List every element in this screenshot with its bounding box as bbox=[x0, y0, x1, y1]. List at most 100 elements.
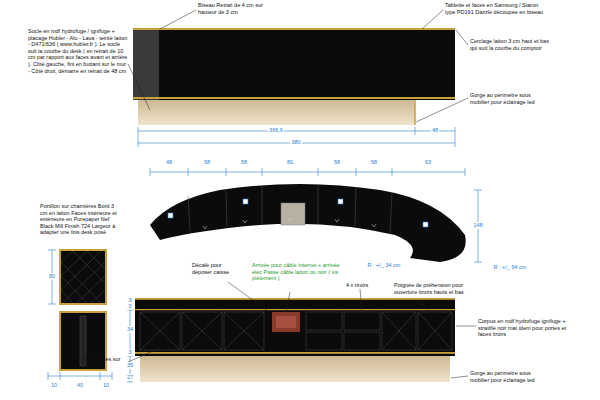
callout-note: Poignée de préhension pour ouverture tir… bbox=[394, 282, 470, 295]
drawing-line bbox=[128, 348, 160, 362]
drawing-rect bbox=[135, 352, 455, 354]
dimension-label: 80 bbox=[48, 273, 56, 280]
drawing-rect bbox=[423, 222, 428, 227]
drawing-line bbox=[318, 184, 319, 224]
drawing-g bbox=[61, 251, 105, 303]
dimension-label: 48 bbox=[431, 127, 439, 134]
callout-note: 5 Planches sur taquets bbox=[84, 356, 128, 369]
drawing-line bbox=[262, 168, 263, 176]
top-elevation bbox=[133, 28, 455, 147]
callout-note: Biseau Retrait de 4 cm sur hauteur de 3 … bbox=[198, 2, 268, 15]
drawing-rect bbox=[344, 312, 380, 330]
drawing-rect bbox=[133, 28, 455, 30]
drawing-line bbox=[474, 190, 482, 191]
drawing-rect bbox=[140, 312, 180, 350]
dimension-label: 48 bbox=[165, 159, 173, 166]
dimension-label: 10 bbox=[50, 382, 58, 389]
drawing-line bbox=[262, 185, 263, 225]
drawing-line bbox=[474, 262, 482, 263]
drawing-line bbox=[48, 304, 56, 305]
drawing-line bbox=[112, 372, 113, 380]
drawing-line bbox=[48, 250, 56, 251]
drawing-line bbox=[87, 251, 105, 269]
drawing-line bbox=[360, 289, 362, 312]
dimension-label: 10 bbox=[102, 382, 110, 389]
leader-lines bbox=[128, 10, 476, 378]
drawing-line bbox=[63, 262, 105, 303]
callout-note: Gorge au périmètre sous mobilier pour éc… bbox=[470, 370, 550, 383]
drawing-rect bbox=[243, 199, 248, 204]
drawing-g bbox=[150, 168, 482, 262]
callout-note: Tablette et faces en Samsung / Staron ty… bbox=[445, 2, 545, 15]
drawing-path bbox=[150, 184, 466, 262]
drawing-rect bbox=[281, 203, 305, 225]
drawing-line bbox=[150, 168, 151, 176]
drawing-rect bbox=[138, 100, 415, 125]
drawing-line bbox=[416, 98, 468, 122]
drawing-line bbox=[382, 312, 416, 350]
drawing-g bbox=[127, 298, 133, 382]
drawing-rect bbox=[338, 199, 343, 204]
drawing-polyline bbox=[288, 218, 292, 221]
drawing-line bbox=[418, 312, 452, 350]
drawing-line bbox=[61, 290, 73, 303]
drawing-polyline bbox=[243, 220, 247, 223]
drawing-line bbox=[127, 382, 133, 383]
drawing-line bbox=[140, 312, 180, 350]
drawing-rect bbox=[182, 312, 222, 350]
drawing-line bbox=[127, 310, 133, 311]
drawing-polyline bbox=[203, 226, 207, 229]
drawing-line bbox=[228, 282, 272, 314]
drawing-rect bbox=[133, 97, 455, 99]
drawing-g bbox=[138, 127, 455, 147]
drawing-rect bbox=[135, 298, 455, 356]
front-elevation bbox=[127, 298, 455, 382]
drawing-line bbox=[224, 312, 264, 350]
drawing-polyline bbox=[372, 224, 376, 227]
drawing-line bbox=[48, 372, 49, 380]
callout-note: Arrivée pour câble internet + arrivée él… bbox=[252, 262, 340, 282]
drawing-line bbox=[286, 292, 290, 312]
drawing-line bbox=[128, 64, 150, 110]
drawing-rect bbox=[344, 332, 380, 350]
drawing-rect bbox=[276, 316, 296, 328]
dimension-label: 63 bbox=[424, 159, 432, 166]
dimension-label: 58 bbox=[240, 159, 248, 166]
drawing-rect bbox=[133, 28, 455, 100]
dimension-label: 35 bbox=[126, 362, 134, 369]
drawing-rect bbox=[272, 312, 300, 332]
dimension-label: 34 bbox=[126, 326, 134, 333]
drawing-line bbox=[130, 298, 131, 382]
drawing-line bbox=[456, 30, 468, 45]
drawing-line bbox=[138, 131, 455, 132]
dimension-label: 3 bbox=[127, 349, 132, 356]
drawing-line bbox=[61, 251, 87, 276]
drawing-line bbox=[60, 372, 61, 380]
drawing-g bbox=[168, 199, 428, 227]
drawing-g bbox=[203, 218, 376, 229]
callout-note: Corpus en mdf hydrofuge ignifuge + strat… bbox=[478, 318, 568, 338]
drawing-rect bbox=[306, 332, 342, 350]
drawing-line bbox=[91, 290, 105, 303]
drawing-line bbox=[355, 187, 356, 226]
callout-note: Socle en mdf hydrofuge / ignifuge + plac… bbox=[28, 28, 128, 74]
drawing-rect bbox=[382, 312, 416, 350]
plan-view bbox=[150, 168, 482, 262]
drawing-line bbox=[356, 168, 357, 176]
drawing-line bbox=[456, 326, 476, 327]
drawing-line bbox=[150, 172, 465, 173]
drawing-line bbox=[77, 276, 105, 303]
callout-note: Gorge au périmètre sous mobilier pour éc… bbox=[470, 92, 550, 105]
dimension-label: 40 bbox=[76, 382, 84, 389]
drawing-line bbox=[127, 356, 133, 357]
drawing-line bbox=[418, 312, 452, 350]
drawing-line bbox=[140, 312, 180, 350]
drawing-g bbox=[188, 184, 392, 233]
drawing-line bbox=[73, 251, 105, 283]
drawing-rect bbox=[135, 298, 455, 300]
drawing-line bbox=[100, 372, 101, 380]
drawing-rect bbox=[140, 356, 450, 382]
drawing-line bbox=[61, 251, 101, 290]
